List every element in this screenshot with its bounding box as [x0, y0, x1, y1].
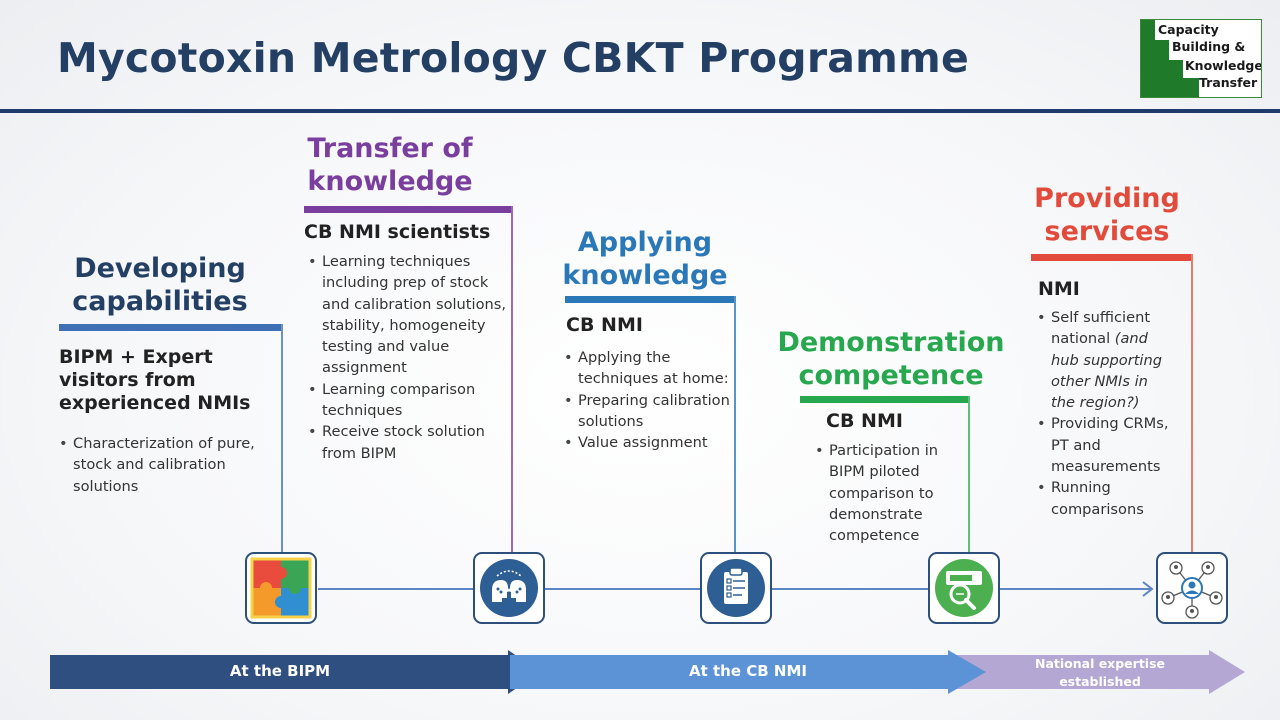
stage-subtitle: CB NMI: [826, 410, 903, 432]
stage-connector: [281, 324, 283, 554]
stage-bar: [800, 396, 970, 403]
bullet-item: Learning techniques including prep of st…: [307, 251, 507, 379]
stage-connector: [511, 206, 513, 554]
stage-bar: [59, 324, 283, 331]
stage-bullets: Characterization of pure, stock and cali…: [58, 433, 263, 497]
network-people-icon: [1156, 552, 1228, 624]
page-title: Mycotoxin Metrology CBKT Programme: [57, 34, 969, 82]
bullet-item: Characterization of pure, stock and cali…: [58, 433, 263, 497]
stage-title-applying: Applying knowledge: [555, 226, 735, 292]
stage-title-transfer: Transfer of knowledge: [300, 132, 480, 198]
subtitle-line: experienced NMIs: [59, 392, 251, 414]
stage-bullets: Learning techniques including prep of st…: [307, 251, 507, 464]
stage-subtitle: NMI: [1038, 278, 1080, 300]
band-label-line: established: [1059, 674, 1141, 689]
stage-title-line: Demonstration: [777, 327, 1005, 358]
stage-subtitle: CB NMI scientists: [304, 221, 491, 243]
stage-title-line: knowledge: [562, 260, 728, 291]
clipboard-checklist-icon: [700, 552, 772, 624]
stage-subtitle: BIPM + Expert visitors from experienced …: [59, 346, 250, 415]
band-arrow-cb-nmi: [510, 650, 986, 694]
stage-bullets: Applying the techniques at home: Prepari…: [563, 347, 733, 454]
band-label-national: National expertise established: [1005, 655, 1195, 691]
stage-title-demonstration: Demonstration competence: [776, 326, 1006, 392]
band-arrow-bipm: [50, 650, 540, 694]
subtitle-line: BIPM + Expert: [59, 346, 213, 368]
band-label-line: National expertise: [1034, 656, 1166, 671]
stage-bullets: Self sufficient national (and hub suppor…: [1036, 307, 1176, 520]
bullet-item: Value assignment: [563, 432, 733, 454]
bullet-item: Applying the techniques at home:: [563, 347, 733, 390]
stage-bar: [1031, 254, 1193, 261]
title-divider: [0, 109, 1280, 113]
stage-title-line: Transfer of: [307, 133, 473, 164]
bullet-italic-text: (and hub supporting other NMIs in the re…: [1051, 330, 1162, 412]
band-label-bipm: At the BIPM: [229, 662, 331, 680]
bullet-item: Self sufficient national (and hub suppor…: [1036, 307, 1176, 413]
band-arrow-national: [951, 650, 1245, 694]
stage-connector: [734, 296, 736, 554]
stage-title-line: competence: [798, 360, 984, 391]
bullet-item: Learning comparison techniques: [307, 379, 507, 422]
stage-connector: [968, 396, 970, 554]
stage-title-line: capabilities: [72, 286, 248, 317]
logo-line: Building &: [1172, 39, 1246, 54]
bullet-item: Providing CRMs, PT and measurements: [1036, 413, 1176, 477]
stage-title-providing: Providing services: [1027, 182, 1187, 248]
bullet-item: Running comparisons: [1036, 477, 1176, 520]
stage-title-line: Providing: [1034, 183, 1180, 214]
bullet-item: Participation in BIPM piloted comparison…: [814, 440, 954, 546]
band-label-cb-nmi: At the CB NMI: [689, 662, 807, 680]
stage-subtitle: CB NMI: [566, 314, 643, 336]
stage-title-line: services: [1044, 216, 1170, 247]
stage-connector: [1191, 254, 1193, 554]
stage-title-line: Developing: [74, 253, 246, 284]
magnifier-inspection-icon: [928, 552, 1000, 624]
logo-line: Knowledge: [1185, 58, 1262, 73]
stage-title-line: knowledge: [307, 166, 473, 197]
puzzle-icon: [245, 552, 317, 624]
staircase-logo-graphic: [1141, 20, 1199, 97]
bullet-text: Self sufficient national: [1051, 309, 1151, 348]
bullet-item: Receive stock solution from BIPM: [307, 421, 507, 464]
logo-line: Capacity: [1158, 22, 1219, 37]
stage-title-line: Applying: [577, 227, 713, 258]
subtitle-line: visitors from: [59, 369, 196, 391]
timeline-arrowhead: [1142, 581, 1154, 597]
stage-bullets: Participation in BIPM piloted comparison…: [814, 440, 954, 546]
logo-line: Transfer: [1199, 75, 1258, 90]
stage-title-developing: Developing capabilities: [60, 252, 260, 318]
stage-bar: [304, 206, 513, 213]
bullet-item: Preparing calibration solutions: [563, 390, 733, 433]
heads-exchange-icon: [473, 552, 545, 624]
stage-bar: [565, 296, 736, 303]
cbkt-logo: Capacity Building & Knowledge Transfer: [1140, 19, 1262, 98]
